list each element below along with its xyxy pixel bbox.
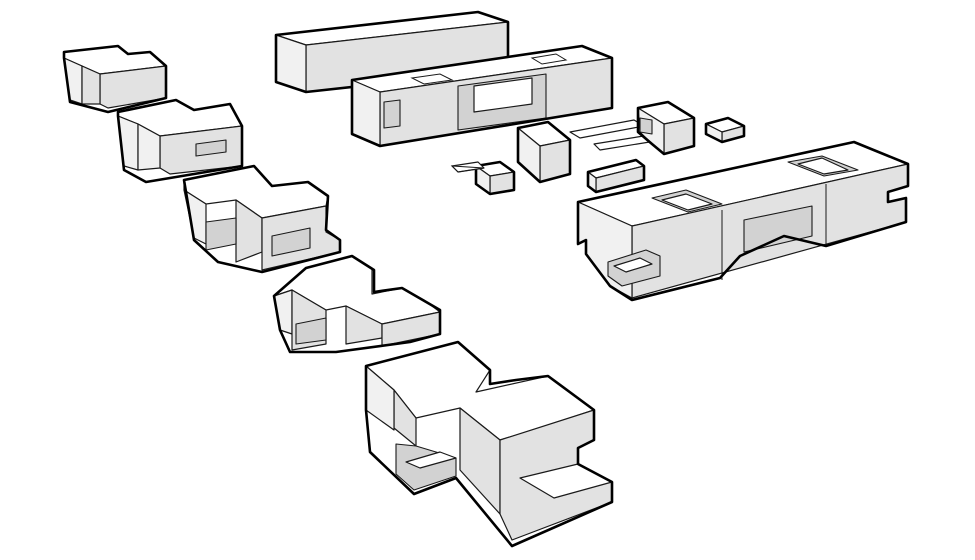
block-small-3: [586, 158, 646, 194]
path-slab-1: [450, 161, 485, 173]
block-bottom-center: [364, 340, 614, 548]
block-large-right: [576, 140, 910, 302]
block-left-1: [62, 44, 168, 114]
block-left-3: [182, 164, 342, 274]
block-small-4: [636, 100, 696, 156]
block-left-2: [116, 98, 244, 184]
block-small-5: [704, 116, 746, 144]
block-small-1: [474, 160, 516, 196]
block-left-4: [272, 254, 442, 354]
block-courtyard-bar: [350, 44, 614, 148]
block-small-2: [516, 120, 572, 184]
